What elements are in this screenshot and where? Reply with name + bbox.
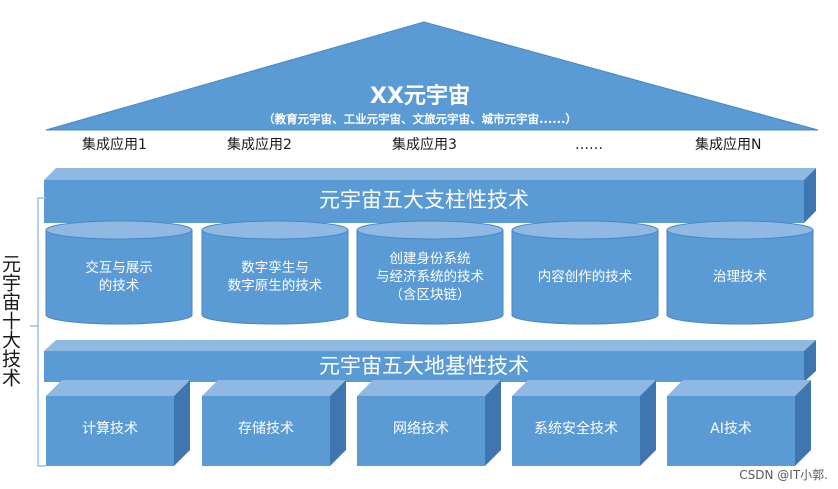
foundation-label: 系统安全技术 [534,421,618,437]
foundation-label: AI技术 [710,421,752,437]
foundation-block [357,380,501,466]
side-bracket [30,197,46,467]
foundation-label: 计算技术 [82,421,138,437]
pillar-cylinder [511,220,659,325]
application-label: 集成应用N [695,137,762,153]
pillar-cylinder [666,220,814,325]
pillar-label: 内容创作的技术 [512,268,658,286]
pillars-band-shape [44,168,816,223]
application-label: 集成应用2 [227,137,292,153]
foundation-block [512,380,656,466]
roof-triangle [45,21,819,131]
foundation-label: 存储技术 [238,421,294,437]
foundation-block [667,380,811,466]
pillar-label: 数字孪生与数字原生的技术 [202,259,348,295]
application-label: 集成应用3 [392,137,457,153]
pillar-label-line: 数字孪生与 [241,259,309,276]
foundation-block [46,380,190,466]
pillar-cylinder [201,220,349,325]
foundation-block [202,380,346,466]
pillar-label: 治理技术 [667,268,813,286]
pillar-label-line: 治理技术 [713,268,767,285]
roof-title: XX元宇宙 [370,84,470,109]
pillar-label-line: 内容创作的技术 [537,268,633,285]
pillar-label-line: 创建身份系统 [389,250,471,267]
foundation-band-title: 元宇宙五大地基性技术 [319,354,529,378]
watermark: CSDN @IT小郭. [739,468,828,482]
roof-subtitle: （教育元宇宙、工业元宇宙、文旅元宇宙、城市元宇宙......） [263,112,577,126]
application-label: 集成应用1 [82,137,147,153]
pillar-label-line: （含区块链） [389,286,471,303]
pillar-label-line: 交互与展示 [85,259,153,276]
pillar-label-line: 数字原生的技术 [227,277,323,294]
pillar-label-line: 与经济系统的技术 [376,268,484,285]
foundation-band-shape [44,340,816,382]
pillar-label: 创建身份系统与经济系统的技术（含区块链） [357,250,503,304]
application-label: …… [575,137,603,153]
side-label: 元宇宙十大技术 [0,254,21,387]
pillar-cylinder [356,220,504,325]
pillars-band-title: 元宇宙五大支柱性技术 [319,188,529,212]
pillar-cylinder [45,220,193,325]
pillar-label-line: 的技术 [98,277,140,294]
foundation-label: 网络技术 [393,421,449,437]
pillar-label: 交互与展示的技术 [46,259,192,295]
